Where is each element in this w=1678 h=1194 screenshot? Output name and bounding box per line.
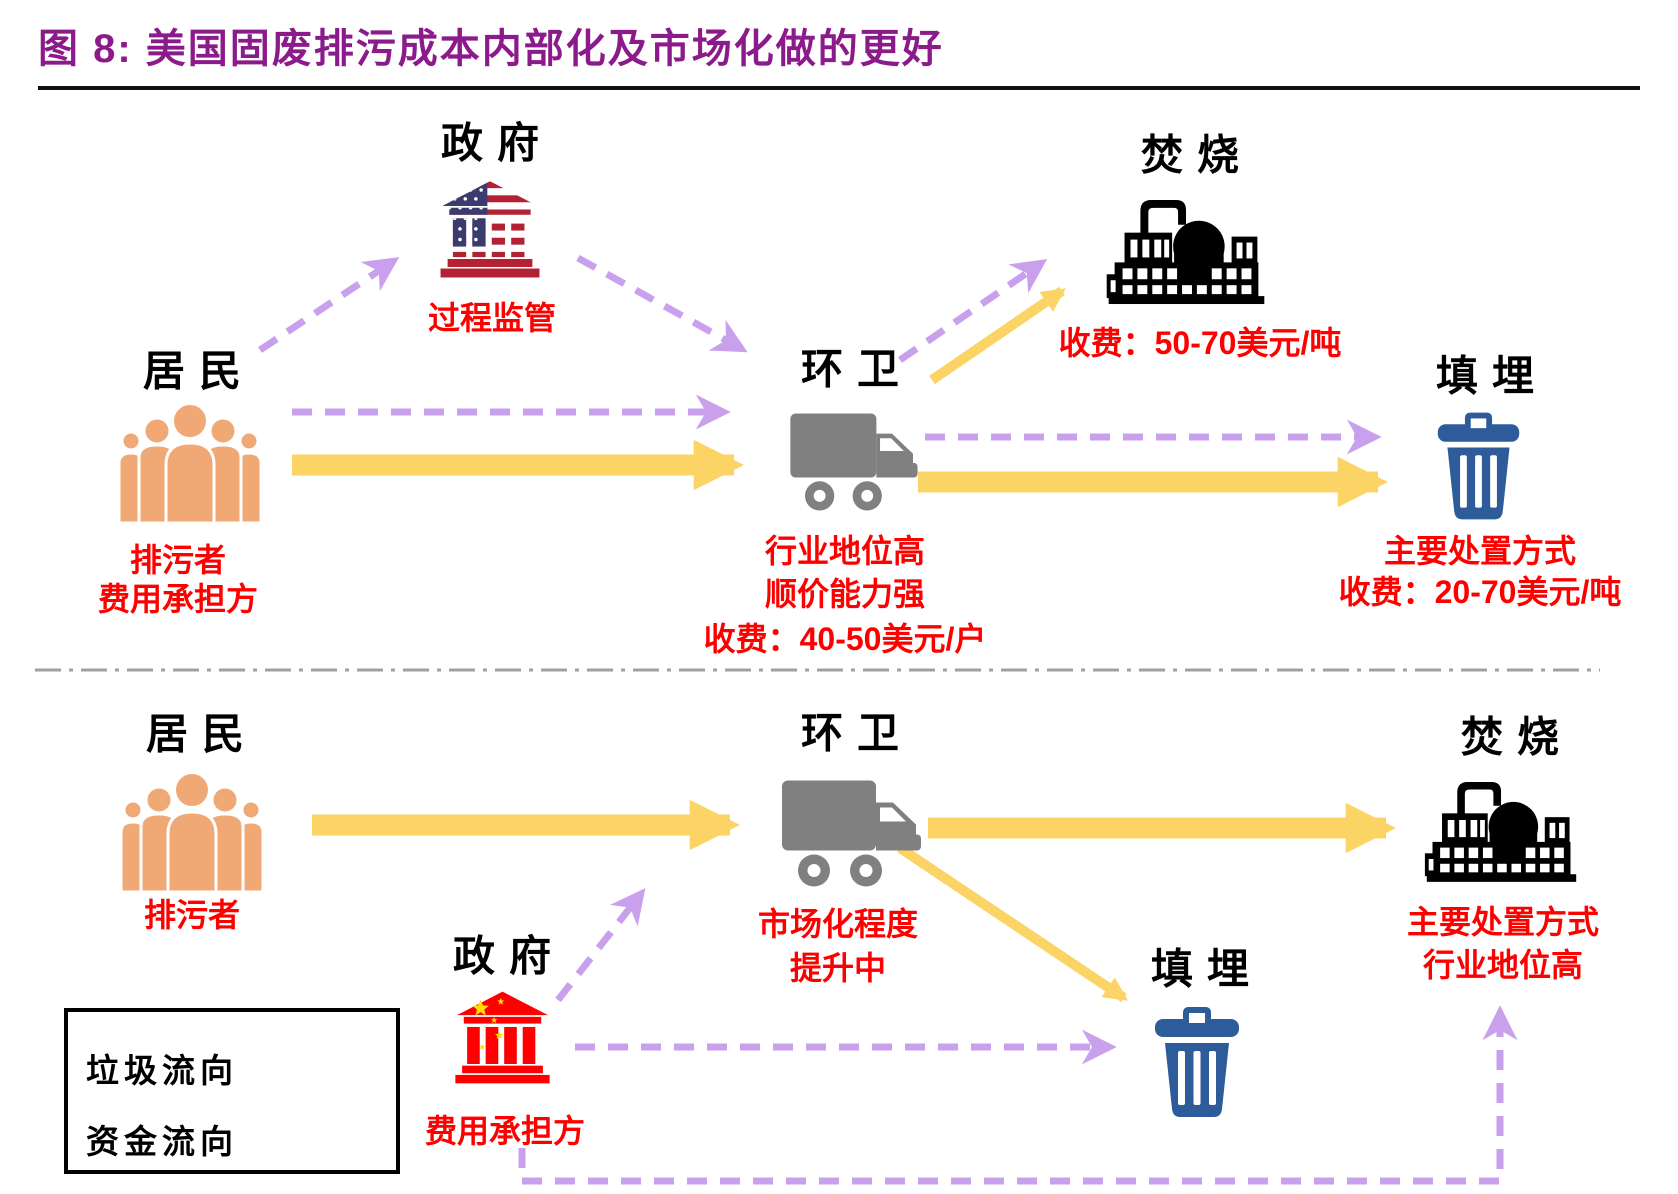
top-resident-note-1: 排污者 <box>129 542 227 578</box>
bottom-landfill-title: 填埋 <box>1150 947 1264 994</box>
bottom-government-title: 政府 <box>452 934 566 981</box>
top-government-note: 过程监管 <box>427 300 557 336</box>
bottom-sanitation-title: 环卫 <box>800 711 914 758</box>
us-capitol-icon <box>437 177 543 287</box>
top-government-title: 政府 <box>440 121 554 168</box>
bottom-incineration-note-2: 行业地位高 <box>1422 947 1584 983</box>
arrow-bottom-government-to-sanitation-money <box>555 888 646 1003</box>
top-sanitation-note-1: 行业地位高 <box>764 533 926 569</box>
top-incineration-title: 焚烧 <box>1140 133 1254 180</box>
arrow-top-resident-to-government-money <box>258 257 400 353</box>
bottom-incineration-title: 焚烧 <box>1460 715 1574 762</box>
bottom-incineration-note-1: 主要处置方式 <box>1406 904 1600 940</box>
bottom-sanitation-note-2: 提升中 <box>789 950 887 986</box>
top-landfill-note-2: 收费：20-70美元/吨 <box>1338 574 1622 610</box>
bottom-government-note: 费用承担方 <box>424 1113 586 1149</box>
legend-money-label: 资金流向 <box>86 1125 238 1161</box>
top-sanitation-note-3: 收费：40-50美元/户 <box>703 621 987 657</box>
title-underline <box>38 86 1640 90</box>
bottom-resident-note: 排污者 <box>143 897 241 933</box>
sanitation-truck-icon <box>780 774 922 893</box>
legend-waste-label: 垃圾流向 <box>86 1054 238 1090</box>
incineration-plant-icon <box>1103 193 1270 307</box>
arrow-bottom-government-to-incineration-money <box>518 1005 1518 1185</box>
top-resident-title: 居民 <box>142 349 256 396</box>
incineration-plant-icon <box>1423 772 1580 888</box>
residents-people-icon <box>117 770 267 892</box>
arrow-top-sanitation-to-incineration-waste <box>929 286 1066 385</box>
figure-title: 图 8: 美国固废排污成本内部化及市场化做的更好 <box>38 27 944 71</box>
landfill-bin-icon <box>1147 1005 1247 1117</box>
legend-box <box>64 1008 400 1174</box>
bottom-resident-title: 居民 <box>145 712 259 759</box>
top-incineration-note: 收费：50-70美元/吨 <box>1058 325 1342 361</box>
top-resident-note-2: 费用承担方 <box>97 581 259 617</box>
cn-capitol-icon <box>452 983 553 1097</box>
bottom-sanitation-note-1: 市场化程度 <box>757 906 919 942</box>
landfill-bin-icon <box>1430 410 1527 520</box>
sanitation-truck-icon <box>785 408 922 516</box>
arrow-top-sanitation-to-incineration-money <box>898 259 1048 363</box>
arrow-bottom-sanitation-to-landfill-waste <box>897 843 1128 1003</box>
top-sanitation-title: 环卫 <box>800 347 914 394</box>
top-landfill-note-1: 主要处置方式 <box>1383 533 1577 569</box>
top-landfill-title: 填埋 <box>1435 354 1549 401</box>
top-sanitation-note-2: 顺价能力强 <box>764 576 926 612</box>
residents-people-icon <box>115 400 265 524</box>
arrow-top-government-to-sanitation-money <box>576 254 748 353</box>
